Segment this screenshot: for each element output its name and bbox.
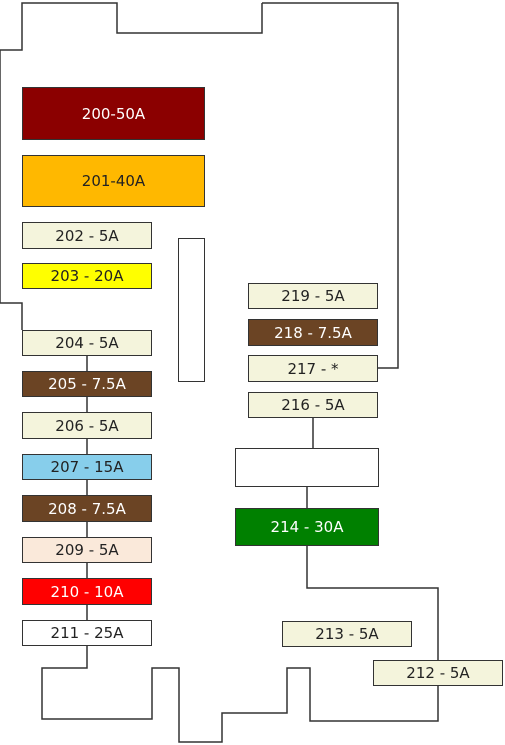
empty-relay-slot — [178, 238, 205, 382]
fuse-213: 213 - 5A — [282, 621, 412, 647]
fuse-204: 204 - 5A — [22, 330, 152, 356]
panel-border — [262, 2, 399, 369]
fuse-210: 210 - 10A — [22, 578, 152, 605]
fuse-206: 206 - 5A — [22, 412, 152, 439]
panel-border — [41, 646, 439, 743]
panel-border — [306, 546, 439, 660]
fuse-214: 214 - 30A — [235, 508, 379, 546]
fuse-203: 203 - 20A — [22, 263, 152, 289]
fuse-202: 202 - 5A — [22, 222, 152, 249]
fuse-205: 205 - 7.5A — [22, 371, 152, 397]
fuse-212: 212 - 5A — [373, 660, 503, 686]
panel-border — [0, 2, 263, 330]
fuse-209: 209 - 5A — [22, 537, 152, 563]
fuse-218: 218 - 7.5A — [248, 319, 378, 346]
fuse-211: 211 - 25A — [22, 620, 152, 646]
fuse-200: 200-50A — [22, 87, 205, 140]
fuse-207: 207 - 15A — [22, 454, 152, 480]
fuse-216: 216 - 5A — [248, 392, 378, 418]
empty-fuse-slot — [235, 448, 379, 487]
fuse-201: 201-40A — [22, 155, 205, 207]
fuse-219: 219 - 5A — [248, 283, 378, 309]
fuse-217: 217 - * — [248, 355, 378, 382]
fuse-208: 208 - 7.5A — [22, 495, 152, 522]
